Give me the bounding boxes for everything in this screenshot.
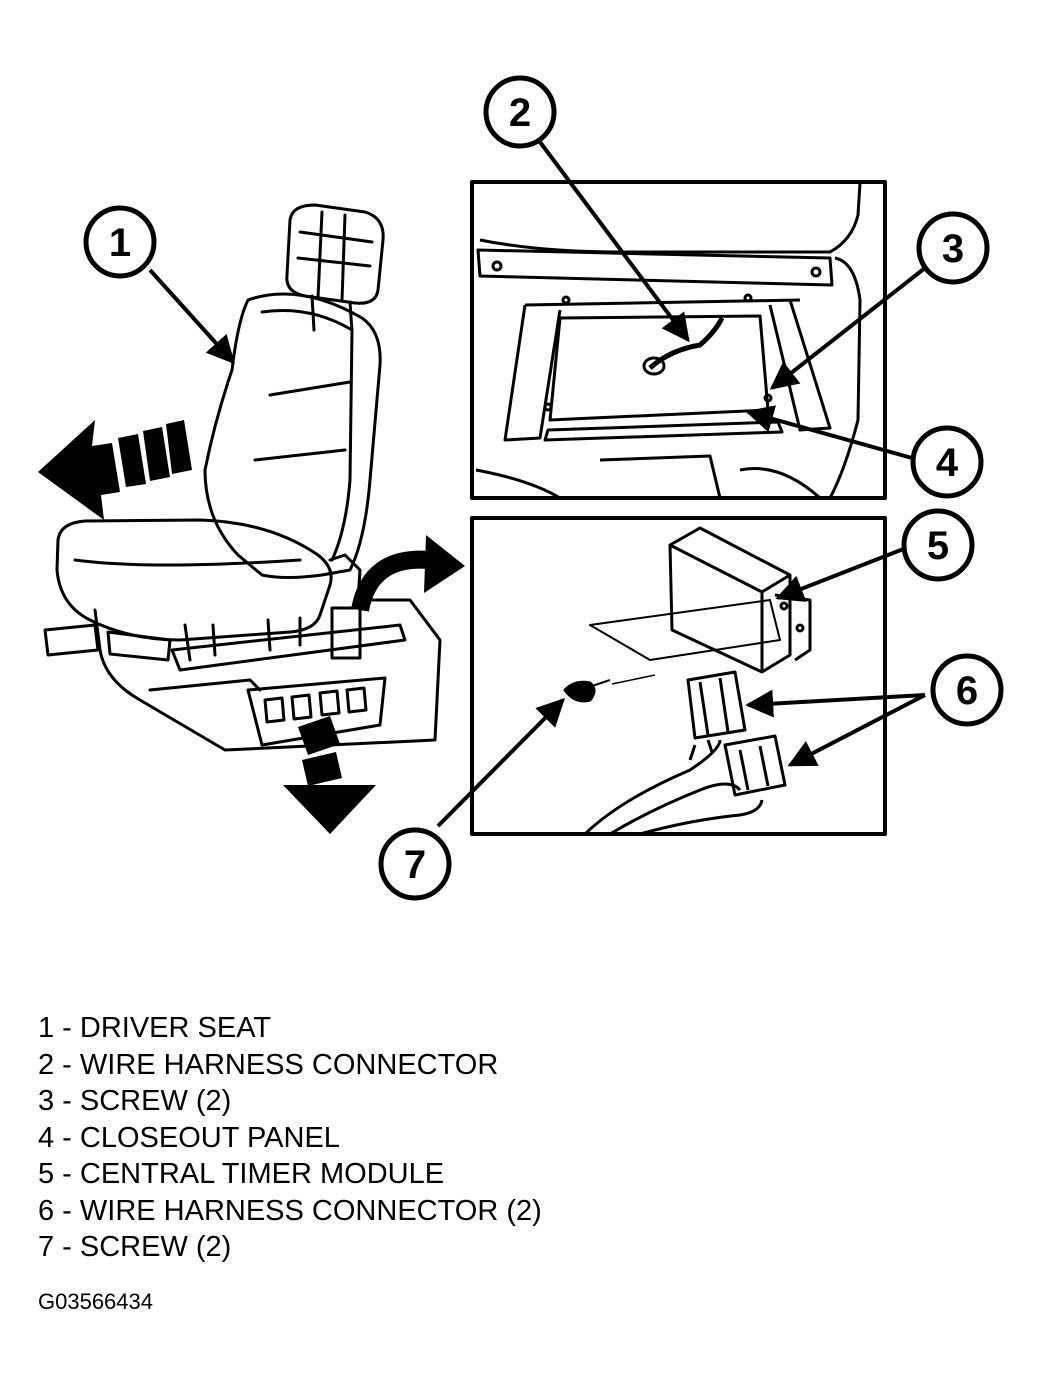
svg-text:6: 6	[956, 669, 978, 713]
svg-text:3: 3	[942, 227, 964, 271]
leader-2	[538, 140, 690, 343]
callout-5: 5	[901, 508, 975, 582]
legend-item: 4 - CLOSEOUT PANEL	[38, 1121, 340, 1154]
leader-5	[775, 546, 907, 602]
svg-text:5: 5	[927, 524, 949, 568]
leader-6b	[787, 693, 926, 767]
leader-4	[745, 405, 913, 460]
svg-text:7: 7	[404, 843, 426, 887]
driver-seat-illustration	[43, 203, 442, 752]
svg-text:1: 1	[109, 221, 131, 265]
legend-item: 1 - DRIVER SEAT	[38, 1012, 272, 1044]
svg-text:4: 4	[936, 441, 959, 485]
legend-item: 7 - SCREW (2)	[38, 1231, 232, 1263]
curved-arrow-icon	[351, 550, 431, 612]
legend-item: 5 - CENTRAL TIMER MODULE	[38, 1158, 445, 1190]
callout-4: 4	[910, 425, 984, 499]
forward-arrow-icon	[38, 420, 120, 520]
leader-6a	[745, 689, 926, 718]
callout-3: 3	[916, 211, 990, 285]
callout-1: 1	[83, 205, 157, 279]
legend-item: 2 - WIRE HARNESS CONNECTOR	[38, 1048, 499, 1081]
parts-legend: 1 - DRIVER SEAT 2 - WIRE HARNESS CONNECT…	[38, 1010, 542, 1266]
callout-7: 7	[378, 827, 452, 901]
leader-1	[148, 268, 235, 365]
down-arrow-icon	[283, 785, 376, 834]
leader-3	[769, 266, 927, 390]
legend-item: 6 - WIRE HARNESS CONNECTOR (2)	[38, 1194, 542, 1227]
figure-id: G03566434	[38, 1289, 153, 1314]
callout-leaders	[148, 140, 927, 828]
timer-module-inset	[470, 516, 887, 836]
leader-7	[436, 698, 565, 828]
callout-6: 6	[930, 653, 1004, 727]
legend-item: 3 - SCREW (2)	[38, 1085, 232, 1117]
svg-text:2: 2	[509, 91, 531, 135]
callout-2: 2	[483, 75, 557, 149]
closeout-panel-inset	[470, 180, 887, 500]
installation-diagram: 1 2 3 4 5 6 7	[38, 75, 1004, 901]
seat-removal-arrows	[38, 420, 465, 834]
